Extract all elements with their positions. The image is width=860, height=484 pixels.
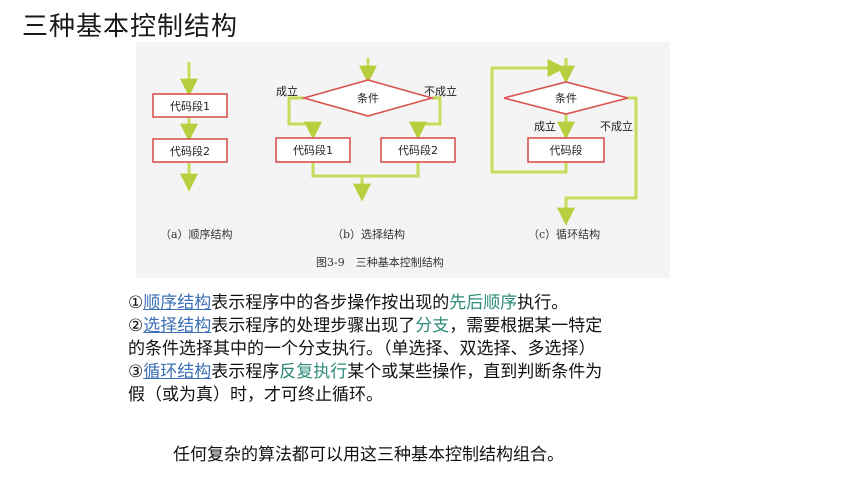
page-title: 三种基本控制结构 (22, 12, 239, 42)
line4-text-a: 表示程序 (211, 362, 280, 382)
sel-decision-label: 条件 (357, 91, 379, 105)
line1-highlight: 先后顺序 (449, 293, 518, 313)
sel-box-2-label: 代码段2 (398, 143, 438, 157)
line-selection-cont: 的条件选择其中的一个分支执行。（单选择、双选择、多选择） (128, 339, 596, 359)
seq-box-2 (152, 138, 228, 163)
sel-decision-diamond (301, 79, 435, 117)
line1-text-b: 执行。 (517, 293, 569, 313)
loop-decision-label: 条件 (555, 91, 577, 105)
sel-box-1 (275, 137, 351, 163)
description-paragraph: ①顺序结构表示程序中的各步操作按出现的先后顺序执行。 ②选择结构表示程序的处理步… (128, 292, 738, 407)
line2-highlight: 分支 (415, 316, 450, 336)
line2-text-b: ，需要根据某一特定 (449, 316, 603, 336)
sel-box-1-label: 代码段1 (293, 143, 333, 157)
seq-box-1 (152, 93, 228, 118)
sel-box-2 (380, 137, 456, 163)
loop-yes-label: 成立 (534, 119, 556, 133)
summary-text: 任何复杂的算法都可以用这三种基本控制结构组合。 (173, 445, 564, 465)
line1-text-a: 表示程序中的各步操作按出现的 (211, 293, 450, 313)
sel-yes-line (287, 96, 322, 140)
line2-text-a: 表示程序的处理步骤出现了 (211, 316, 416, 336)
sel-no-line (409, 96, 442, 140)
line-sequence: ①顺序结构表示程序中的各步操作按出现的先后顺序执行。 (128, 292, 738, 315)
seq-box-2-label: 代码段2 (170, 144, 210, 158)
line-loop: ③循环结构表示程序反复执行某个或某些操作，直到判断条件为 (128, 361, 738, 384)
control-structures-figure: 代码段1 代码段2 条件 成立 不成立 代码段1 代码段2 条件 成立 不成立 … (152, 58, 638, 269)
sequence-term-link[interactable]: 顺序结构 (143, 293, 212, 313)
num-1: ① (128, 293, 144, 313)
line-selection: ②选择结构表示程序的处理步骤出现了分支，需要根据某一特定 (128, 315, 738, 338)
selection-term-link[interactable]: 选择结构 (143, 316, 212, 336)
num-2: ② (128, 316, 144, 336)
num-3: ③ (128, 362, 144, 382)
sel-no-label: 不成立 (424, 84, 457, 98)
loop-back-line (490, 59, 568, 174)
line-loop-cont: 假（或为真）时，才可终止循环。 (128, 385, 383, 405)
line4-highlight: 反复执行 (279, 362, 348, 382)
figure-caption: 图3-9 三种基本控制结构 (316, 255, 444, 269)
line4-text-b: 某个或某些操作，直到判断条件为 (347, 362, 603, 382)
loop-term-link[interactable]: 循环结构 (143, 362, 212, 382)
loop-caption: （c）循环结构 (528, 227, 600, 241)
loop-body-label: 代码段 (550, 143, 583, 157)
loop-exit-line (557, 96, 638, 226)
sel-caption: （b）选择结构 (332, 227, 405, 241)
sel-merge-line (311, 162, 420, 178)
loop-decision-diamond (503, 81, 629, 115)
seq-caption: （a）顺序结构 (160, 227, 233, 241)
seq-box-1-label: 代码段1 (170, 99, 210, 113)
loop-body-box (527, 137, 605, 163)
loop-no-label: 不成立 (600, 119, 633, 133)
sel-yes-label: 成立 (276, 84, 298, 98)
